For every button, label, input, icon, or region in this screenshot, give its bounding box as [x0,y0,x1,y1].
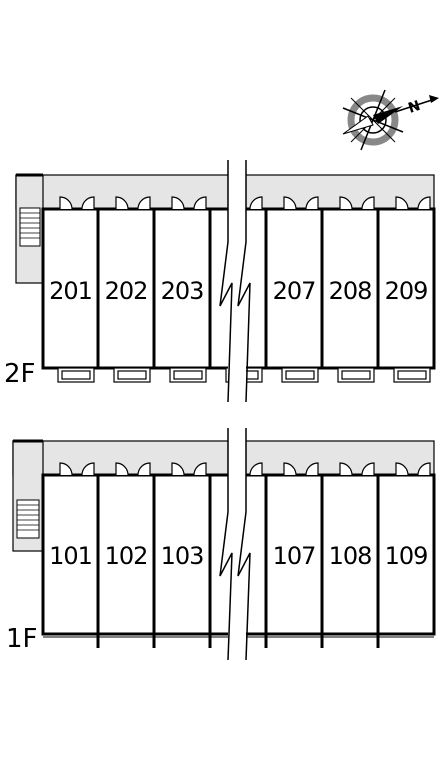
balconies-2f [57,367,431,383]
floor-2f: 201 202 203 207 208 209 2F [4,160,436,403]
unit-label: 201 [49,277,92,305]
unit-label: 108 [329,542,372,570]
compass-icon: N [342,89,439,151]
stairs-1f [16,499,40,539]
unit-label: 103 [161,542,204,570]
compass-north-label: N [406,98,422,117]
floor-label: 1F [6,624,38,654]
unit-label: 209 [385,277,428,305]
unit-label: 202 [105,277,148,305]
unit-label: 107 [273,542,316,570]
unit-label: 207 [273,277,316,305]
unit-label: 203 [161,277,204,305]
break-symbol-1f [219,428,251,661]
unit-label: 109 [385,542,428,570]
stairs-2f [19,207,41,247]
unit-label: 102 [105,542,148,570]
floor-label: 2F [4,359,36,389]
doors-1f [59,462,431,476]
doors-2f [59,196,431,210]
floor-1f: 101 102 103 107 108 109 1F [6,428,436,661]
unit-label: 101 [49,542,92,570]
unit-label: 208 [329,277,372,305]
break-symbol-2f [219,160,251,403]
